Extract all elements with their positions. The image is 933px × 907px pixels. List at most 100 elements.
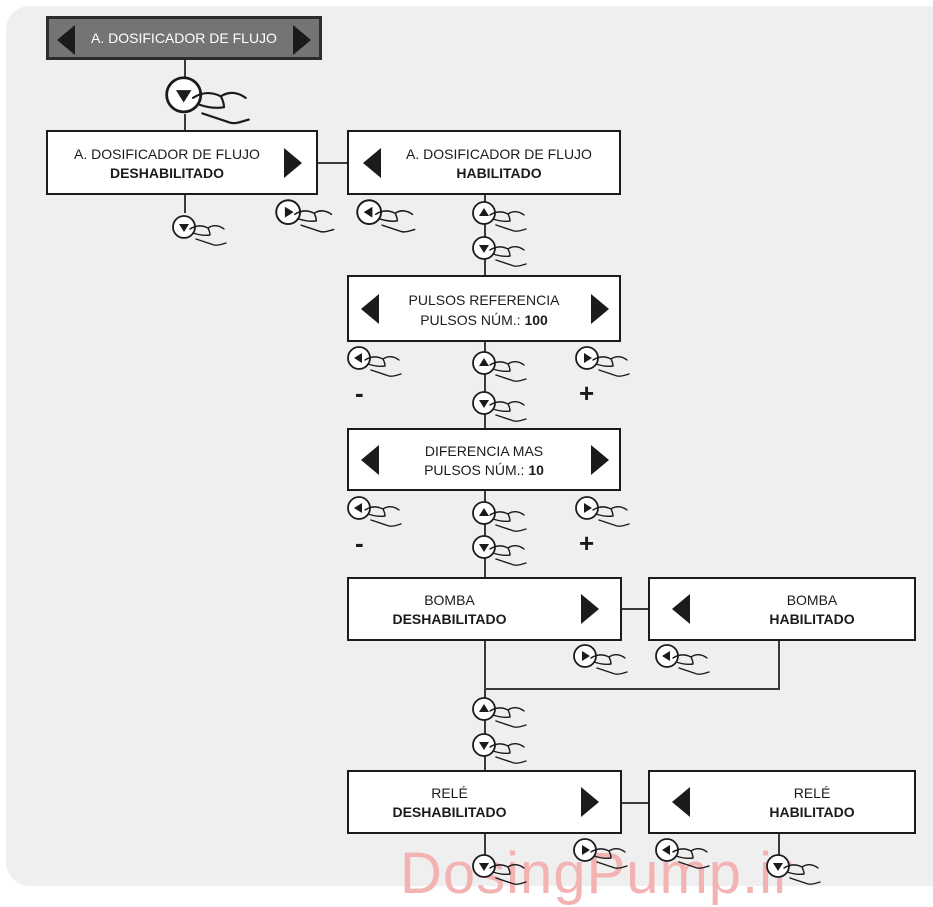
connector-line (184, 60, 186, 78)
box-status: HABILITADO (769, 611, 855, 627)
pointing-hand-icon (489, 401, 527, 422)
connector-line (778, 641, 780, 689)
right-arrow-icon (591, 294, 609, 324)
right-arrow-icon (284, 148, 302, 178)
box-label: BOMBA (786, 592, 838, 608)
left-arrow-icon (57, 25, 75, 55)
pointing-hand-icon (293, 209, 335, 233)
left-arrow-icon (354, 353, 362, 363)
pointing-hand-icon (489, 511, 527, 532)
down-arrow-icon (479, 245, 489, 253)
connector-line (184, 195, 186, 213)
up-button-icon[interactable] (470, 499, 530, 535)
right-arrow-icon (582, 845, 590, 855)
box-status: DESHABILITADO (392, 804, 507, 820)
pointing-hand-icon (672, 848, 710, 869)
down-arrow-icon (479, 863, 489, 871)
pulses-value: 10 (528, 462, 544, 478)
box-label: DIFERENCIA MAS (424, 443, 544, 459)
minus-sign: - (355, 378, 364, 408)
down-button-icon[interactable] (470, 234, 530, 270)
pulses-reference-box[interactable]: PULSOS REFERENCIA PULSOS NÚM.: 100 (347, 275, 621, 342)
left-arrow-icon (363, 206, 373, 218)
pointing-hand-icon (489, 743, 527, 764)
right-arrow-icon (581, 594, 599, 624)
connector-line (778, 834, 780, 858)
connector-line (318, 162, 348, 164)
pointing-hand-icon (489, 864, 527, 885)
connector-line (622, 608, 648, 610)
pointing-hand-icon (374, 209, 416, 233)
right-button-icon[interactable] (571, 642, 631, 678)
minus-sign: - (355, 528, 364, 558)
down-arrow-icon (479, 544, 489, 552)
down-button-icon[interactable] (170, 213, 230, 249)
relay-disabled-box[interactable]: RELÉ DESHABILITADO (347, 770, 622, 834)
box-status: HABILITADO (769, 804, 855, 820)
pointing-hand-icon (590, 848, 628, 869)
left-button-icon[interactable] (354, 197, 419, 236)
connector-line (484, 195, 486, 275)
pointing-hand-icon (672, 654, 710, 675)
down-arrow-icon (176, 90, 192, 103)
left-arrow-icon (354, 503, 362, 513)
down-button-icon[interactable] (470, 852, 530, 888)
left-button-icon[interactable] (345, 494, 405, 530)
left-arrow-icon (363, 148, 381, 178)
connector-line (484, 688, 780, 690)
left-arrow-icon (361, 445, 379, 475)
right-arrow-icon (582, 651, 590, 661)
box-label: RELÉ (793, 785, 831, 801)
up-arrow-icon (479, 358, 489, 366)
connector-line (484, 834, 486, 858)
right-button-icon[interactable] (571, 836, 631, 872)
right-arrow-icon (284, 206, 294, 218)
left-arrow-icon (672, 787, 690, 817)
left-arrow-icon (662, 651, 670, 661)
down-button-icon[interactable] (764, 852, 824, 888)
right-arrow-icon (293, 25, 311, 55)
right-arrow-icon (584, 353, 592, 363)
down-arrow-icon (479, 742, 489, 750)
value-prefix: PULSOS NÚM.: (424, 462, 529, 478)
right-button-icon[interactable] (573, 494, 633, 530)
box-label: A. DOSIFICADOR DE FLUJO (406, 146, 592, 162)
left-button-icon[interactable] (653, 642, 713, 678)
up-button-icon[interactable] (470, 199, 530, 235)
left-arrow-icon (662, 845, 670, 855)
down-arrow-icon (479, 400, 489, 408)
pointing-hand-icon (489, 707, 527, 728)
flow-enabled-box[interactable]: A. DOSIFICADOR DE FLUJO HABILITADO (347, 130, 621, 195)
pointing-hand-icon (489, 545, 527, 566)
pump-disabled-box[interactable]: BOMBA DESHABILITADO (347, 577, 622, 641)
flow-disabled-box[interactable]: A. DOSIFICADOR DE FLUJO DESHABILITADO (46, 130, 318, 195)
pump-enabled-box[interactable]: BOMBA HABILITADO (648, 577, 916, 641)
value-prefix: PULSOS NÚM.: (420, 312, 525, 328)
box-status: DESHABILITADO (109, 165, 225, 181)
left-button-icon[interactable] (653, 836, 713, 872)
connector-line (484, 491, 486, 577)
menu-title: A. DOSIFICADOR DE FLUJO (91, 30, 277, 46)
pointing-hand-icon (489, 211, 527, 232)
down-button-icon[interactable] (470, 533, 530, 569)
plus-sign: + (579, 528, 595, 558)
menu-title-box[interactable]: A. DOSIFICADOR DE FLUJO (46, 16, 322, 60)
right-button-icon[interactable] (573, 344, 633, 380)
right-arrow-icon (581, 787, 599, 817)
down-button-icon[interactable] (162, 73, 255, 129)
pointing-hand-icon (364, 356, 402, 377)
right-button-icon[interactable] (273, 197, 338, 236)
up-arrow-icon (479, 508, 489, 516)
pointing-hand-icon (783, 864, 821, 885)
difference-more-box[interactable]: DIFERENCIA MAS PULSOS NÚM.: 10 (347, 428, 621, 491)
pointing-hand-icon (192, 92, 251, 125)
down-button-icon[interactable] (470, 389, 530, 425)
right-arrow-icon (584, 503, 592, 513)
left-button-icon[interactable] (345, 344, 405, 380)
pointing-hand-icon (592, 506, 630, 527)
down-button-icon[interactable] (470, 731, 530, 767)
up-button-icon[interactable] (470, 695, 530, 731)
down-arrow-icon (773, 863, 783, 871)
up-button-icon[interactable] (470, 349, 530, 385)
relay-enabled-box[interactable]: RELÉ HABILITADO (648, 770, 916, 834)
